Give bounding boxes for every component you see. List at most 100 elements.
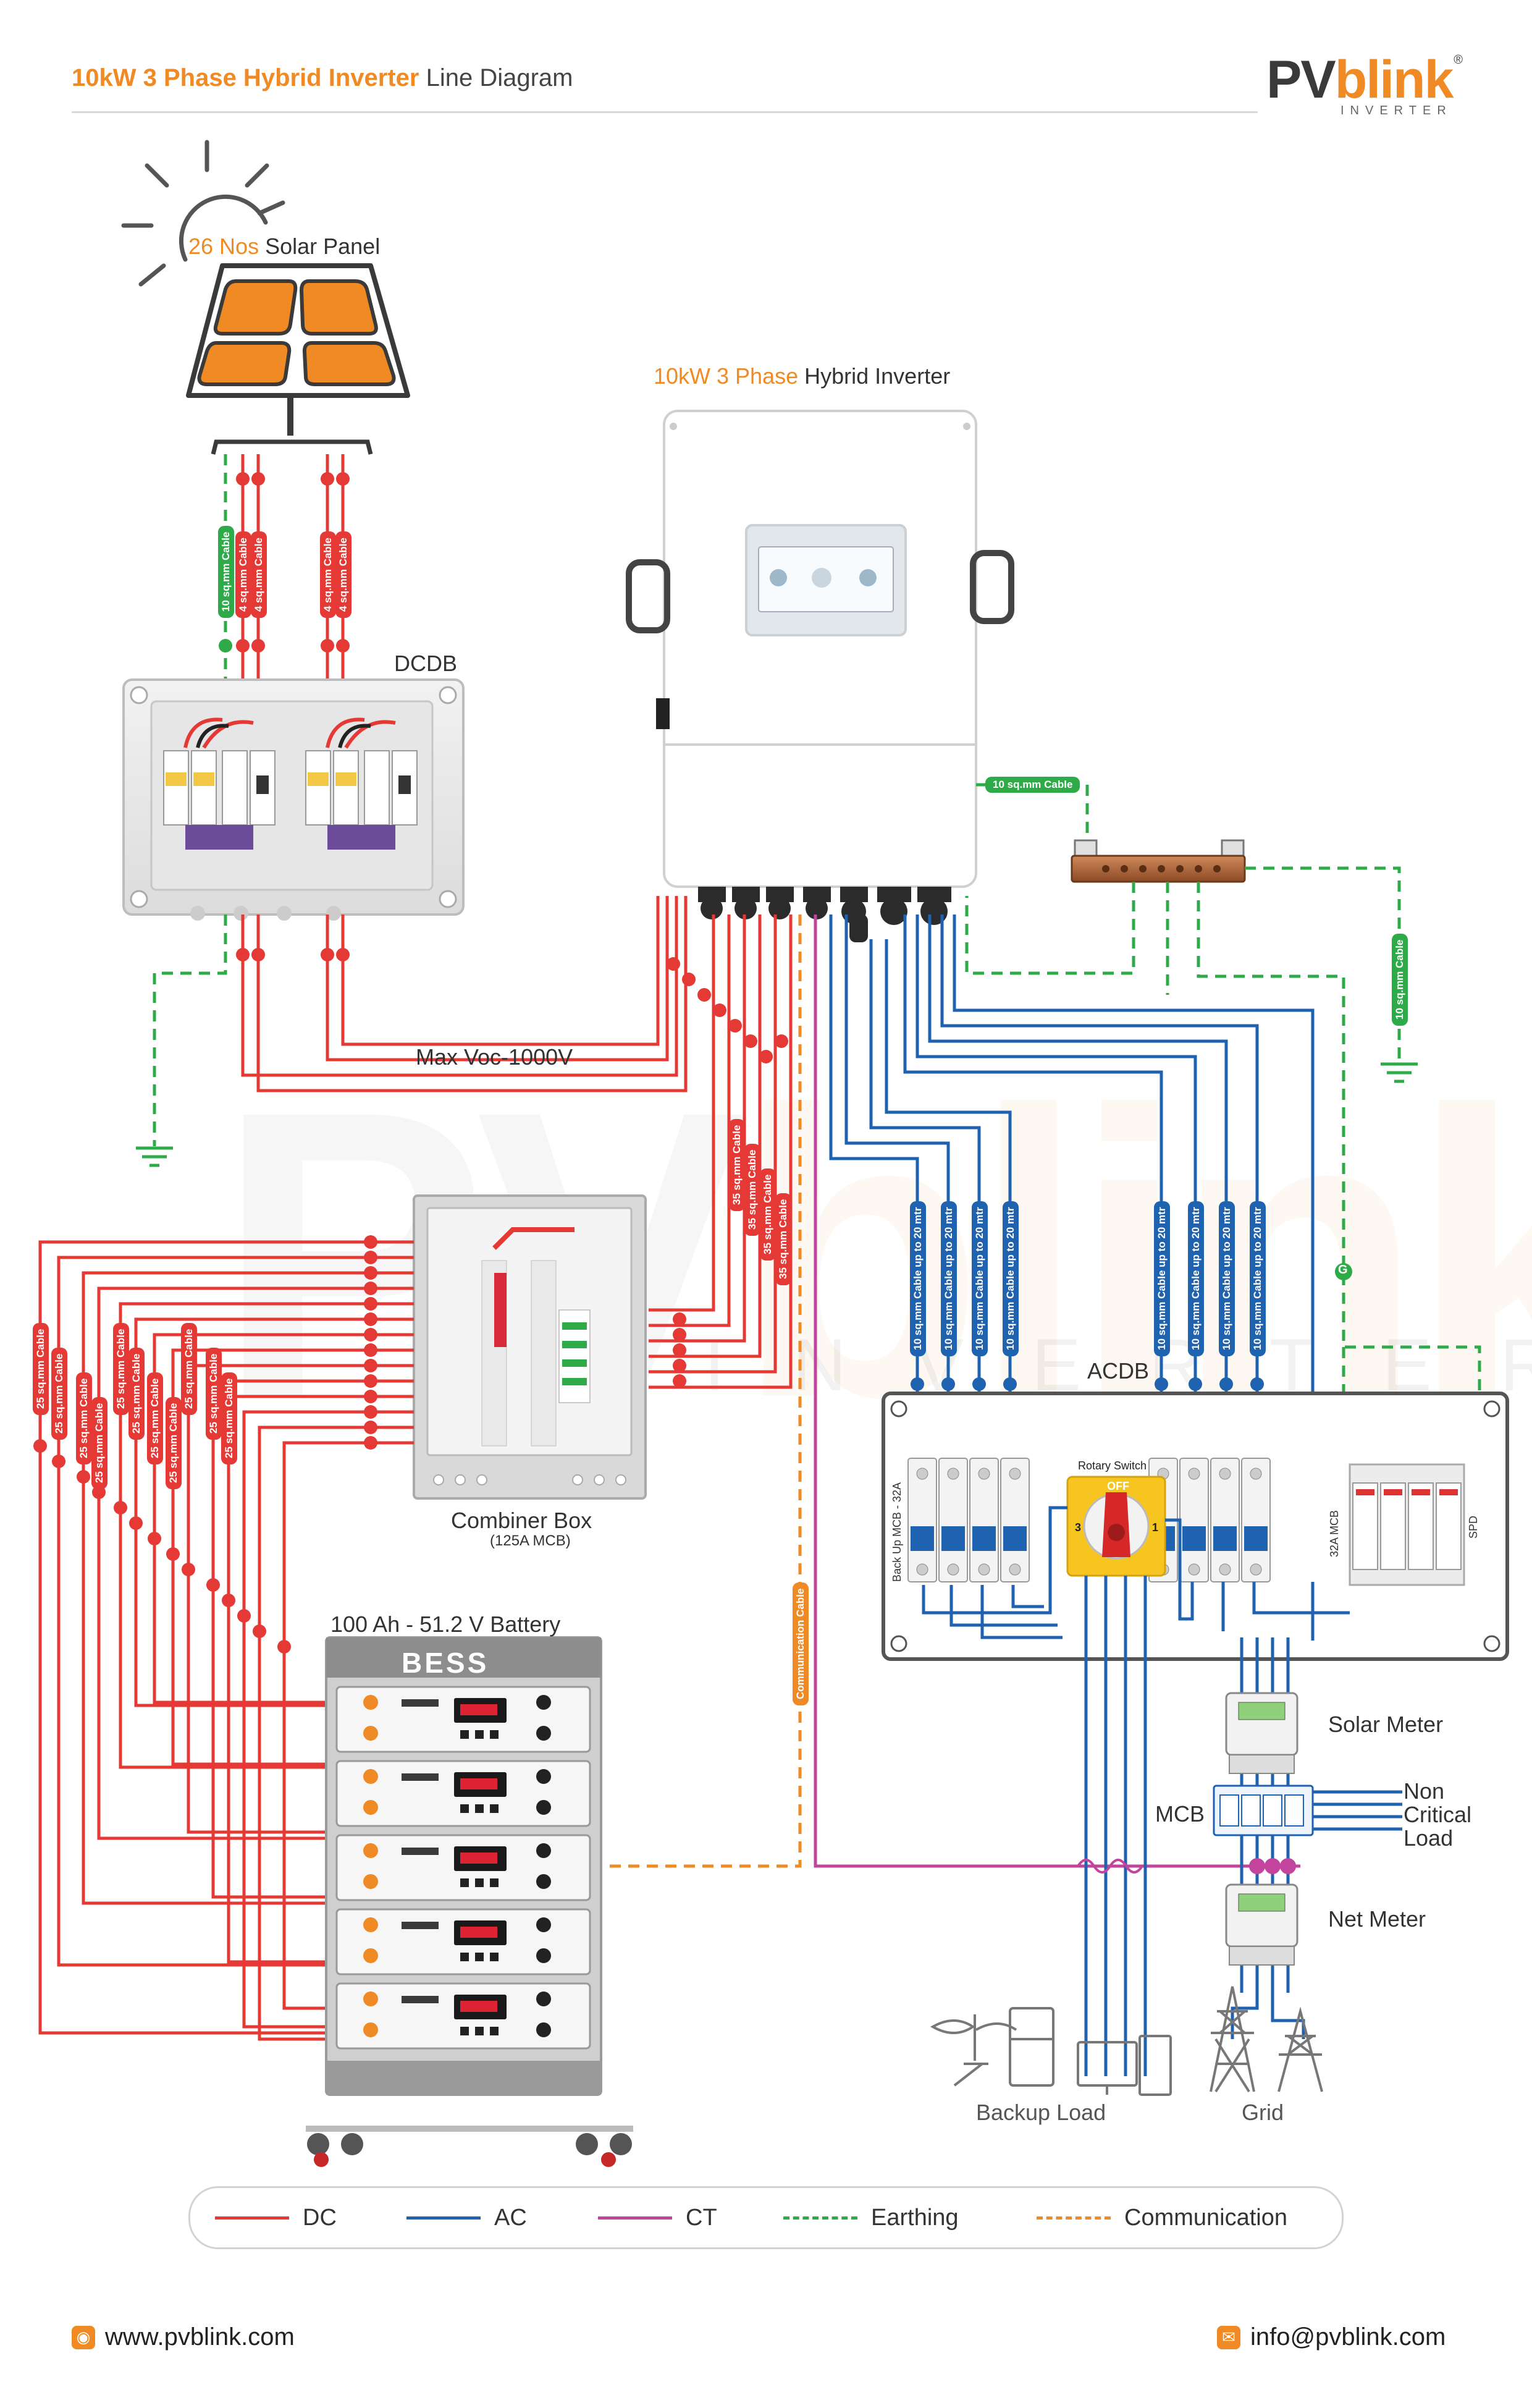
battery-terminal-negative: [363, 1800, 378, 1815]
battery-button: [460, 2027, 469, 2035]
pv-dc-cable-label-2: 4 sq.mm Cable: [251, 531, 267, 618]
battery-button: [475, 1804, 484, 1813]
battery-button: [460, 1953, 469, 1961]
terminal-marker: [364, 1297, 377, 1311]
battery-terminal-positive: [363, 1917, 378, 1932]
legend-item-ct: CT: [598, 2188, 717, 2247]
legend-line-ct: [598, 2216, 672, 2220]
combiner-box-label: Combiner Box: [451, 1508, 592, 1533]
footer-email[interactable]: ✉info@pvblink.com: [1217, 2323, 1446, 2351]
earth-ground-icon-dcdb: [136, 1146, 173, 1167]
legend-line-communication: [1037, 2216, 1111, 2220]
battery-label: 100 Ah - 51.2 V Battery: [330, 1612, 561, 1637]
backup-load-icons: [930, 2007, 1172, 2096]
mcb-pole-toggle: [1003, 1526, 1027, 1551]
mcb-screw: [1188, 1563, 1200, 1576]
pv-dc-cable-label-4: 4 sq.mm Cable: [335, 531, 351, 618]
mcb-pole-toggle: [1213, 1526, 1237, 1551]
ac-cable-label-3: 10 sq.mm Cable up to 20 mtr: [972, 1201, 988, 1356]
mcb-screw: [1009, 1563, 1021, 1576]
battery-button: [475, 1878, 484, 1887]
backup-load-label: Backup Load: [976, 2100, 1106, 2125]
footer-website[interactable]: ◉www.pvblink.com: [72, 2323, 295, 2351]
battery-button: [490, 1878, 499, 1887]
battery-string-cable-label: 25 sq.mm Cable: [206, 1347, 222, 1440]
battery-button: [490, 1953, 499, 1961]
battery-string-cable: [82, 1271, 414, 1905]
mcb-screw: [1009, 1468, 1021, 1480]
rotary-pos-1: 1: [1152, 1521, 1159, 1534]
rotary-switch: [1066, 1476, 1166, 1577]
mail-icon: ✉: [1217, 2325, 1240, 2349]
backup-mcb-label: Back Up MCB - 32A: [891, 1482, 903, 1582]
mcb-screw: [947, 1563, 959, 1576]
combiner-box: [413, 1194, 647, 1500]
legend-item-communication: Communication: [1037, 2188, 1287, 2247]
mcb-screw: [916, 1563, 928, 1576]
page-title: 10kW 3 Phase Hybrid Inverter Line Diagra…: [72, 64, 573, 91]
battery-terminal-comm: [536, 1769, 551, 1784]
terminal-marker: [364, 1282, 377, 1295]
battery-button: [460, 1878, 469, 1887]
battery-string-cable-label: 25 sq.mm Cable: [221, 1372, 237, 1464]
battery-brand-label: [402, 1922, 439, 1929]
battery-module: [335, 1686, 591, 1753]
battery-cable-label-3: 35 sq.mm Cable: [760, 1168, 776, 1261]
battery-terminal-comm: [536, 1917, 551, 1932]
terminal-marker: [52, 1455, 65, 1468]
ct-coils: [1077, 1858, 1296, 1874]
battery-module: [335, 1982, 591, 2050]
net-meter-label: Net Meter: [1328, 1906, 1426, 1932]
bess-label: BESS: [402, 1647, 489, 1679]
communication-cable-label: Communication Cable: [793, 1582, 809, 1705]
mcb-pole-toggle: [1182, 1526, 1206, 1551]
mcb-32a-label: 32A MCB: [1328, 1510, 1340, 1557]
terminal-marker: [182, 1563, 195, 1576]
battery-string-cable-label: 25 sq.mm Cable: [33, 1322, 49, 1415]
mcb-screw: [1188, 1468, 1200, 1480]
combiner-box-rating: (125A MCB): [490, 1532, 571, 1549]
battery-button: [490, 1730, 499, 1739]
mcb-screw: [1250, 1563, 1262, 1576]
terminal-marker: [364, 1390, 377, 1403]
solar-meter-icon: [1225, 1692, 1298, 1774]
battery-display-readout: [460, 1778, 497, 1789]
battery-brand-label: [402, 1996, 439, 2003]
rotary-switch-label: Rotary Switch: [1078, 1460, 1147, 1472]
pv-polarity-markers: [236, 472, 350, 653]
mcb-pole-toggle: [941, 1526, 965, 1551]
ac-cable-label-7: 10 sq.mm Cable up to 20 mtr: [1219, 1201, 1235, 1356]
battery-display-readout: [460, 1927, 497, 1938]
dcdb-box: [122, 678, 465, 921]
solar-panel-icon: [186, 263, 410, 455]
mcb-screw: [1250, 1468, 1262, 1480]
mcb-pole-toggle: [972, 1526, 996, 1551]
inverter-label: 10kW 3 Phase Hybrid Inverter: [654, 363, 951, 389]
legend-item-earthing: Earthing: [783, 2188, 959, 2247]
sun-icon: [121, 140, 285, 287]
battery-cable-label-4: 35 sq.mm Cable: [775, 1193, 791, 1285]
battery-display-readout: [460, 1852, 497, 1864]
ac-cable-label-5: 10 sq.mm Cable up to 20 mtr: [1154, 1201, 1170, 1356]
ac-cable-label-1: 10 sq.mm Cable up to 20 mtr: [910, 1201, 926, 1356]
globe-icon: ◉: [72, 2325, 95, 2349]
terminal-marker: [253, 1624, 266, 1638]
grid-tower-icons: [1210, 1986, 1323, 2093]
inverter-earth-cable-label: 10 sq.mm Cable: [985, 777, 1080, 793]
pv-dc-cable-label-1: 4 sq.mm Cable: [235, 531, 251, 618]
terminal-marker: [364, 1328, 377, 1341]
spd-module: [1349, 1463, 1465, 1586]
terminal-marker: [148, 1532, 161, 1545]
mcb-label: MCB: [1155, 1801, 1205, 1827]
terminal-marker: [277, 1640, 291, 1654]
legend: DC AC CT Earthing Communication: [188, 2186, 1344, 2249]
ct-cable: [814, 915, 1300, 1868]
battery-module: [335, 1834, 591, 1901]
battery-button: [475, 1730, 484, 1739]
solar-panel-label: 26 Nos Solar Panel: [188, 234, 381, 259]
legend-item-ac: AC: [406, 2188, 527, 2247]
communication-cable: [593, 915, 802, 1868]
battery-module: [335, 1908, 591, 1975]
rotary-off-label: OFF: [1107, 1480, 1129, 1492]
battery-string-cable-label: 25 sq.mm Cable: [128, 1347, 145, 1440]
